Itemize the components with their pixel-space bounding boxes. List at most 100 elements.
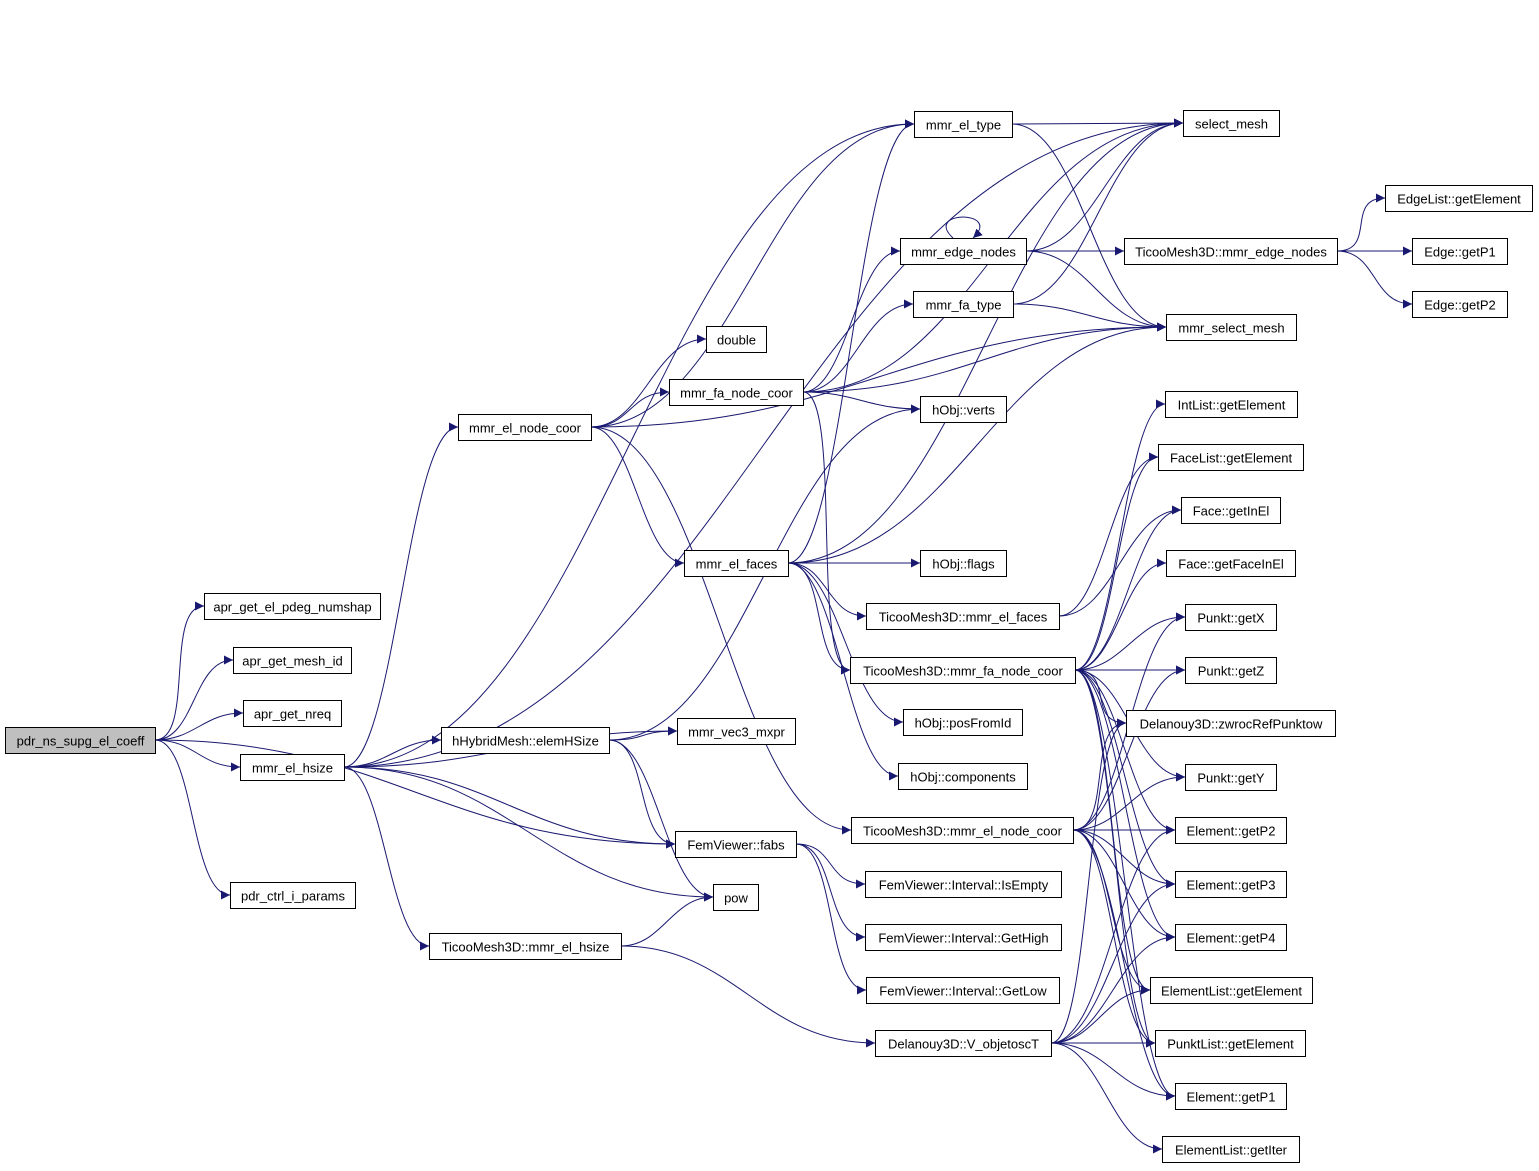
node-el-p1[interactable]: Element::getP1 <box>1175 1083 1287 1110</box>
edge-mmr-el-node-coor-to-double <box>590 334 707 428</box>
node-ticoo-el-faces[interactable]: TicooMesh3D::mmr_el_faces <box>866 603 1060 630</box>
node-box <box>233 647 352 674</box>
node-iv-high[interactable]: FemViewer::Interval::GetHigh <box>865 924 1062 951</box>
node-fabs[interactable]: FemViewer::fabs <box>675 831 797 858</box>
node-hobj-pos[interactable]: hObj::posFromId <box>903 709 1023 736</box>
node-double[interactable]: double <box>706 326 767 353</box>
node-el-p2[interactable]: Element::getP2 <box>1175 817 1287 844</box>
node-ticoo-fa-node[interactable]: TicooMesh3D::mmr_fa_node_coor <box>850 657 1076 684</box>
node-punkt-z[interactable]: Punkt::getZ <box>1185 657 1277 684</box>
node-punkt-y[interactable]: Punkt::getY <box>1185 764 1277 791</box>
node-box <box>429 933 622 960</box>
edge-mmr-fa-node-coor-to-hobj-verts <box>802 391 921 414</box>
node-label: Punkt::getX <box>1197 611 1265 626</box>
node-ticoo-el-node[interactable]: TicooMesh3D::mmr_el_node_coor <box>851 817 1074 844</box>
node-select-mesh[interactable]: select_mesh <box>1183 110 1280 137</box>
node-label: ElementList::getElement <box>1161 984 1302 999</box>
node-mmr-el-node-coor[interactable]: mmr_el_node_coor <box>458 414 592 441</box>
node-box <box>243 700 342 727</box>
node-ticoo-edge[interactable]: TicooMesh3D::mmr_edge_nodes <box>1124 238 1338 265</box>
node-pow[interactable]: pow <box>713 884 759 911</box>
node-hobj-comp[interactable]: hObj::components <box>898 763 1028 790</box>
node-delaunay-v[interactable]: Delanouy3D::V_objetoscT <box>875 1030 1052 1057</box>
edge-mmr-el-node-coor-to-mmr-select-mesh <box>590 322 1167 428</box>
node-apr-numshap[interactable]: apr_get_el_pdeg_numshap <box>204 593 381 620</box>
edge-ticoo-fa-node-to-el-p1 <box>1074 669 1176 1101</box>
node-label: hHybridMesh::elemHSize <box>452 734 599 749</box>
node-punkt-x[interactable]: Punkt::getX <box>1185 604 1277 631</box>
edge-fabs-to-iv-empty <box>795 843 866 889</box>
node-edge-p2[interactable]: Edge::getP2 <box>1412 291 1508 318</box>
edge-mmr-el-faces-to-mmr-select-mesh <box>787 322 1167 564</box>
node-hobj-flags[interactable]: hObj::flags <box>920 550 1007 577</box>
node-label: Edge::getP2 <box>1424 298 1496 313</box>
nodes-layer: pdr_ns_supg_el_coeff apr_get_el_pdeg_nums… <box>5 110 1533 1163</box>
node-box <box>920 550 1007 577</box>
node-label: TicooMesh3D::mmr_fa_node_coor <box>863 664 1063 679</box>
node-mmr-vec3[interactable]: mmr_vec3_mxpr <box>677 718 796 745</box>
edge-fabs-to-iv-high <box>795 843 866 942</box>
node-label: apr_get_el_pdeg_numshap <box>213 600 371 615</box>
node-box <box>1158 444 1304 471</box>
node-iv-empty[interactable]: FemViewer::Interval::IsEmpty <box>865 871 1062 898</box>
node-mmr-select-mesh[interactable]: mmr_select_mesh <box>1166 314 1297 341</box>
node-box <box>684 550 789 577</box>
node-label: ElementList::getIter <box>1175 1143 1288 1158</box>
node-edge-p1[interactable]: Edge::getP1 <box>1412 238 1508 265</box>
node-label: hObj::flags <box>932 557 995 572</box>
node-box <box>1166 314 1297 341</box>
edge-ticoo-fa-node-to-el-p3 <box>1074 669 1176 889</box>
node-hhybrid[interactable]: hHybridMesh::elemHSize <box>441 727 610 754</box>
node-apr-mesh-id[interactable]: apr_get_mesh_id <box>233 647 352 674</box>
node-pdr-ctrl[interactable]: pdr_ctrl_i_params <box>230 882 356 909</box>
node-ellist-iter[interactable]: ElementList::getIter <box>1162 1136 1300 1163</box>
node-edgelist[interactable]: EdgeList::getElement <box>1385 185 1533 212</box>
edge-ticoo-fa-node-to-facelist <box>1074 452 1159 671</box>
node-mmr-fa-node-coor[interactable]: mmr_fa_node_coor <box>669 379 804 406</box>
node-facelist[interactable]: FaceList::getElement <box>1158 444 1304 471</box>
node-root[interactable]: pdr_ns_supg_el_coeff <box>5 727 156 754</box>
node-iv-low[interactable]: FemViewer::Interval::GetLow <box>866 977 1060 1004</box>
node-label: FemViewer::fabs <box>687 838 785 853</box>
edge-mmr-edge-nodes-to-mmr-edge-nodes <box>945 216 983 239</box>
node-ticoo-el-hsize[interactable]: TicooMesh3D::mmr_el_hsize <box>429 933 622 960</box>
edge-ticoo-el-node-to-el-p1 <box>1072 829 1176 1101</box>
edge-mmr-el-faces-to-select-mesh <box>787 118 1184 564</box>
node-zwroc[interactable]: Delanouy3D::zwrocRefPunktow <box>1126 710 1336 737</box>
node-el-p4[interactable]: Element::getP4 <box>1175 924 1287 951</box>
node-label: hObj::verts <box>932 403 995 418</box>
node-mmr-edge-nodes[interactable]: mmr_edge_nodes <box>900 238 1027 265</box>
node-ellist[interactable]: ElementList::getElement <box>1150 977 1313 1004</box>
node-label: mmr_vec3_mxpr <box>688 725 785 740</box>
edge-ticoo-fa-node-to-intlist <box>1074 399 1166 671</box>
node-mmr-fa-type[interactable]: mmr_fa_type <box>913 291 1014 318</box>
edge-mmr-fa-node-coor-to-mmr-fa-type <box>802 299 914 393</box>
node-label: EdgeList::getElement <box>1397 192 1521 207</box>
node-label: apr_get_nreq <box>254 707 331 722</box>
edge-mmr-el-hsize-to-pow <box>343 766 714 902</box>
node-mmr-el-hsize[interactable]: mmr_el_hsize <box>240 754 345 781</box>
edge-mmr-fa-type-to-select-mesh <box>1012 118 1184 305</box>
edge-mmr-el-hsize-to-mmr-el-type <box>343 119 915 768</box>
node-mmr-el-faces[interactable]: mmr_el_faces <box>684 550 789 577</box>
edge-ticoo-fa-node-to-el-p4 <box>1074 669 1176 942</box>
edge-fabs-to-iv-low <box>795 843 867 995</box>
edge-root-to-apr-nreq <box>154 708 244 741</box>
node-face-inel[interactable]: Face::getInEl <box>1181 497 1281 524</box>
node-label: pdr_ns_supg_el_coeff <box>17 734 145 749</box>
edge-ticoo-el-node-to-punkt-y <box>1072 772 1186 831</box>
node-punktlist[interactable]: PunktList::getElement <box>1155 1030 1306 1057</box>
node-mmr-el-type[interactable]: mmr_el_type <box>914 111 1013 138</box>
node-hobj-verts[interactable]: hObj::verts <box>920 396 1007 423</box>
node-box <box>713 884 759 911</box>
node-box <box>1175 871 1287 898</box>
node-intlist[interactable]: IntList::getElement <box>1165 391 1298 418</box>
edge-mmr-el-node-coor-to-ticoo-el-node <box>590 426 852 835</box>
node-face-faceinel[interactable]: Face::getFaceInEl <box>1166 550 1296 577</box>
node-el-p3[interactable]: Element::getP3 <box>1175 871 1287 898</box>
edge-ticoo-el-hsize-to-pow <box>620 892 714 947</box>
node-apr-nreq[interactable]: apr_get_nreq <box>243 700 342 727</box>
node-box <box>675 831 797 858</box>
edge-mmr-el-faces-to-mmr-el-type <box>787 119 915 564</box>
edge-mmr-fa-node-coor-to-mmr-edge-nodes <box>802 246 901 393</box>
